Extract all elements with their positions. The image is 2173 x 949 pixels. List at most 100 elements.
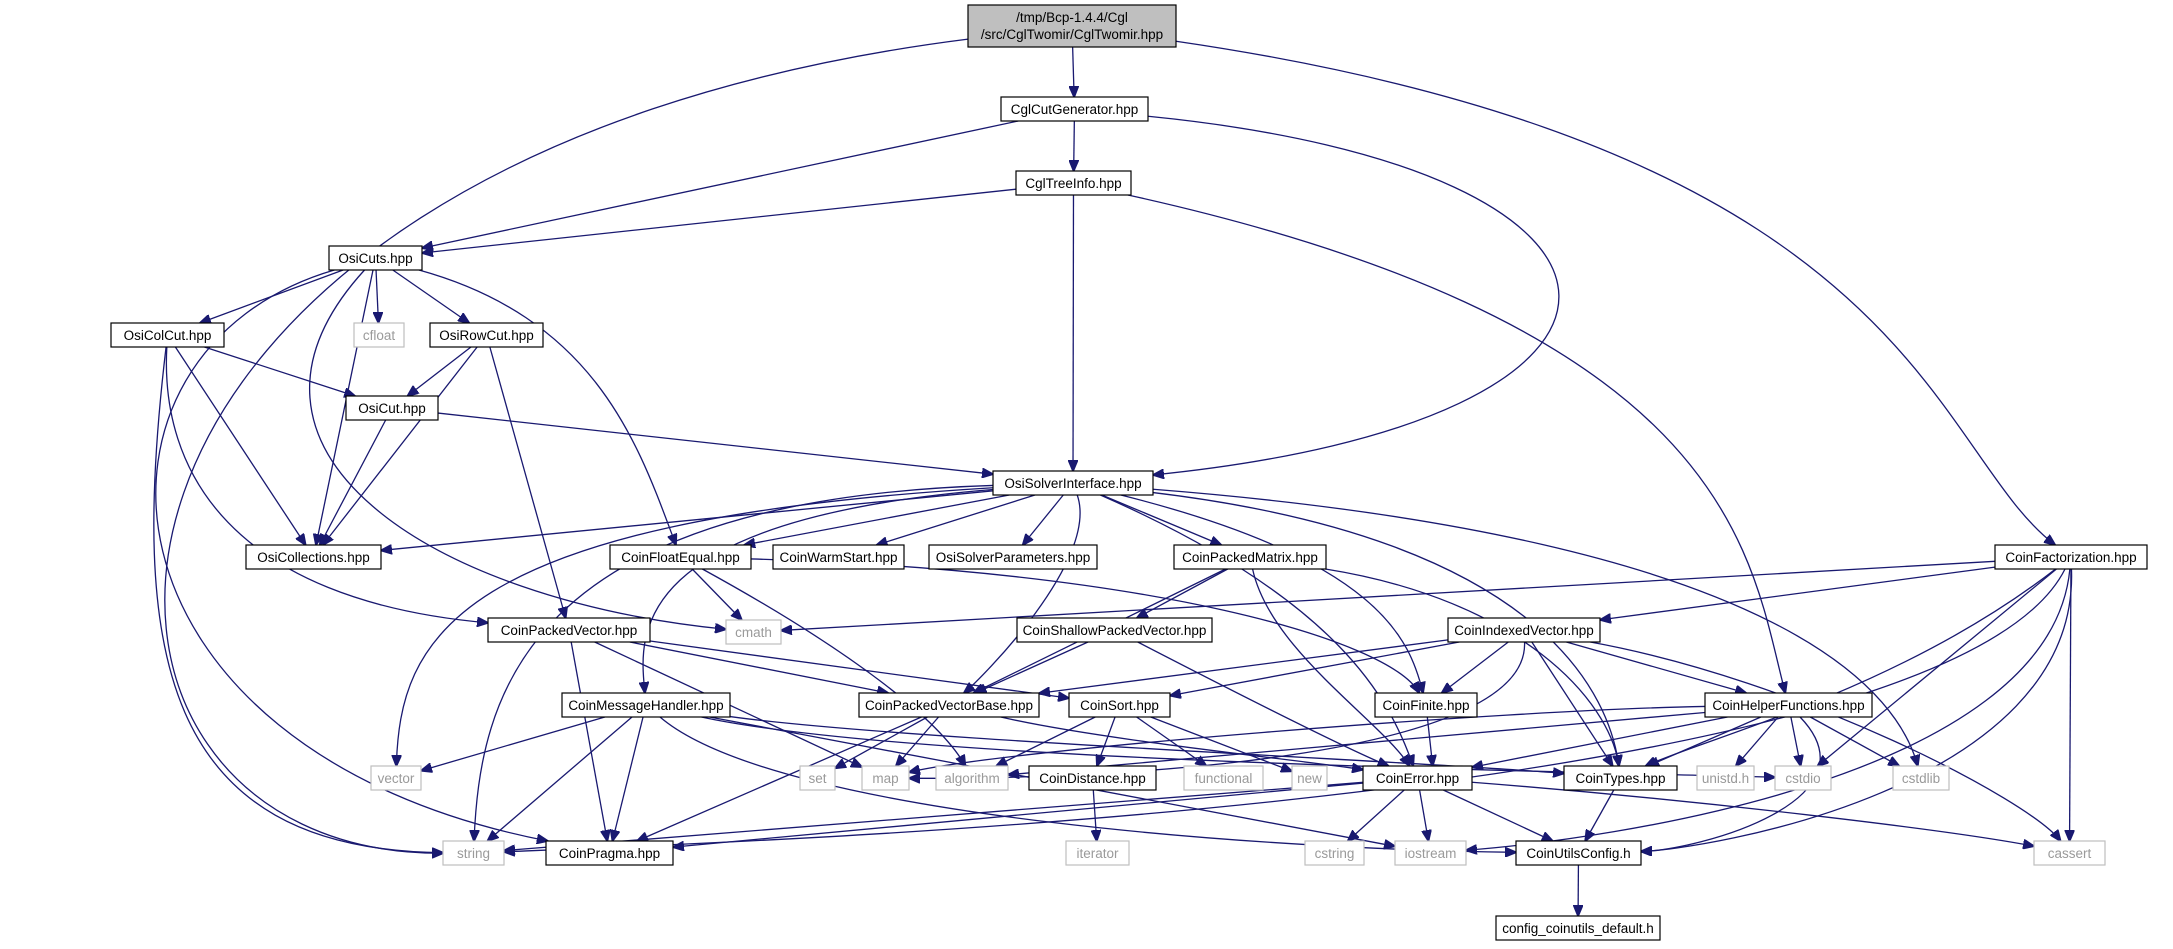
edge-coinfactorization-to-coinutilsconfig <box>1641 568 2073 851</box>
edge-coinfinite-to-limits <box>1427 716 1432 766</box>
node-cgltreeinfo[interactable]: CglTreeInfo.hpp <box>1015 170 1132 196</box>
edge-osicut-to-osisolver <box>437 412 993 474</box>
edge-coinfactorization-to-coinindexed <box>1600 566 1996 620</box>
edge-coinindexed-to-cointypes <box>1531 641 1613 766</box>
node-osicolcut[interactable]: OsiColCut.hpp <box>110 322 225 348</box>
node-iterator-box <box>1065 840 1130 866</box>
node-coindistance[interactable]: CoinDistance.hpp <box>1028 765 1157 791</box>
node-cointypes-label: CoinTypes.hpp <box>1575 771 1665 786</box>
node-coinmessage-label: CoinMessageHandler.hpp <box>568 698 723 713</box>
node-osisolver[interactable]: OsiSolverInterface.hpp <box>992 470 1154 496</box>
node-cfloat-label: cfloat <box>363 328 396 343</box>
node-coinpackedmatrix[interactable]: CoinPackedMatrix.hpp <box>1173 544 1327 570</box>
edge-coinsort-to-new <box>1150 716 1292 771</box>
node-string-box <box>442 840 505 866</box>
node-osisolverparams-label: OsiSolverParameters.hpp <box>936 550 1091 565</box>
node-osirowcut[interactable]: OsiRowCut.hpp <box>429 322 544 348</box>
edge-osicolcut-to-coinpackedvector <box>165 346 488 623</box>
edge-root-to-string <box>164 38 969 853</box>
edge-coinindexed-to-coinfinite <box>1442 641 1509 693</box>
edge-coinfloatequal-to-cmath <box>691 568 742 620</box>
node-coinindexed-label: CoinIndexedVector.hpp <box>1454 623 1594 638</box>
node-osicut-box <box>345 395 439 421</box>
node-coinerror[interactable]: CoinError.hpp <box>1362 765 1473 791</box>
node-configdefault[interactable]: config_coinutils_default.h <box>1495 915 1661 941</box>
edge-coinpvb-to-coinerror <box>1000 716 1363 770</box>
edge-coinindexed-to-coinpvb <box>1039 639 1449 693</box>
node-cfloat: cfloat <box>353 322 405 348</box>
node-coinwarmstart[interactable]: CoinWarmStart.hpp <box>772 544 905 570</box>
node-coinerror-box <box>1362 765 1473 791</box>
edge-osicuts-to-osirowcut <box>392 269 469 323</box>
node-osicuts-label: OsiCuts.hpp <box>338 251 412 266</box>
edge-coinerror-to-cstring <box>1348 789 1405 841</box>
edge-osisolver-to-osicollections <box>381 490 994 551</box>
node-root[interactable]: /tmp/Bcp-1.4.4/Cgl/src/CglTwomir/CglTwom… <box>967 4 1177 48</box>
edge-coinfactorization-to-cstdio <box>1818 568 2057 766</box>
node-osicolcut-label: OsiColCut.hpp <box>124 328 212 343</box>
node-coinpackedvector[interactable]: CoinPackedVector.hpp <box>487 617 651 643</box>
node-osicuts[interactable]: OsiCuts.hpp <box>328 245 423 271</box>
edge-coinshallow-to-coinerror <box>1137 641 1389 766</box>
edge-cglcutgen-to-osisolver <box>1147 115 1560 475</box>
node-root-label-2: /src/CglTwomir/CglTwomir.hpp <box>981 27 1163 42</box>
node-coinsort-label: CoinSort.hpp <box>1080 698 1159 713</box>
node-osicollections[interactable]: OsiCollections.hpp <box>245 544 382 570</box>
node-coinpvb-label: CoinPackedVectorBase.hpp <box>865 698 1033 713</box>
node-coinfloatequal[interactable]: CoinFloatEqual.hpp <box>609 544 752 570</box>
node-coinfactorization-box <box>1994 544 2148 570</box>
node-coinfinite[interactable]: CoinFinite.hpp <box>1374 692 1478 718</box>
edge-coinhelper-to-coinerror <box>1472 716 1728 767</box>
node-vector: vector <box>370 765 422 791</box>
edge-coinfloatequal-to-coinfinite <box>750 558 1419 693</box>
edge-osisolver-to-coinpvb <box>964 494 1081 693</box>
edge-osicolcut-to-osicollections <box>174 346 305 545</box>
node-osicut[interactable]: OsiCut.hpp <box>345 395 439 421</box>
node-cgltreeinfo-box <box>1015 170 1132 196</box>
node-coinsort[interactable]: CoinSort.hpp <box>1068 692 1171 718</box>
node-coinmessage[interactable]: CoinMessageHandler.hpp <box>561 692 731 718</box>
node-osisolverparams-box <box>928 544 1098 570</box>
node-cointypes-box <box>1563 765 1678 791</box>
edge-osicuts-to-cfloat <box>376 269 378 323</box>
node-coinwarmstart-label: CoinWarmStart.hpp <box>779 550 897 565</box>
edge-coinpackedmatrix-to-cointypes <box>1325 568 1619 766</box>
node-unistd: unistd.h <box>1696 765 1755 791</box>
node-coinfactorization[interactable]: CoinFactorization.hpp <box>1994 544 2148 570</box>
node-osisolverparams[interactable]: OsiSolverParameters.hpp <box>928 544 1098 570</box>
node-coinutilsconfig-label: CoinUtilsConfig.h <box>1526 846 1630 861</box>
edge-root-to-coinfactorization <box>1175 40 2055 545</box>
edge-coinpvb-to-coinpragma <box>637 716 922 841</box>
node-coindistance-box <box>1028 765 1157 791</box>
node-string: string <box>442 840 505 866</box>
edge-coinmessage-to-coinpragma <box>612 716 644 841</box>
edge-coinhelper-to-cointypes <box>1648 716 1762 766</box>
node-coinshallow[interactable]: CoinShallowPackedVector.hpp <box>1016 617 1213 643</box>
node-coinpragma-box <box>545 840 674 866</box>
node-coinpragma[interactable]: CoinPragma.hpp <box>545 840 674 866</box>
node-coinutilsconfig[interactable]: CoinUtilsConfig.h <box>1515 840 1642 866</box>
node-coinindexed[interactable]: CoinIndexedVector.hpp <box>1447 617 1601 643</box>
node-osicollections-label: OsiCollections.hpp <box>257 550 370 565</box>
edge-osirowcut-to-osicollections <box>323 346 478 545</box>
node-set-box <box>799 765 836 791</box>
edge-osisolver-to-coinfloatequal <box>744 494 1010 545</box>
edge-osisolver-to-osisolverparams <box>1023 494 1064 545</box>
node-cassert: cassert <box>2033 840 2106 866</box>
node-cstdlib-label: cstdlib <box>1902 771 1940 786</box>
node-coinerror-label: CoinError.hpp <box>1376 771 1459 786</box>
node-cointypes[interactable]: CoinTypes.hpp <box>1563 765 1678 791</box>
edge-coinindexed-to-coinhelper <box>1566 641 1746 693</box>
node-cglcutgen[interactable]: CglCutGenerator.hpp <box>1000 96 1149 122</box>
node-map-label: map <box>872 771 898 786</box>
node-coinshallow-box <box>1016 617 1213 643</box>
node-cstdio: cstdio <box>1774 765 1832 791</box>
edge-coinhelper-to-algorithm <box>1008 711 1706 774</box>
node-coinhelper[interactable]: CoinHelperFunctions.hpp <box>1704 692 1873 718</box>
node-cmath-label: cmath <box>735 625 772 640</box>
node-iostream-box <box>1394 840 1467 866</box>
node-configdefault-label: config_coinutils_default.h <box>1502 921 1654 936</box>
edge-coinsort-to-algorithm <box>996 716 1096 766</box>
node-set: set <box>799 765 836 791</box>
node-coinpvb[interactable]: CoinPackedVectorBase.hpp <box>858 692 1040 718</box>
